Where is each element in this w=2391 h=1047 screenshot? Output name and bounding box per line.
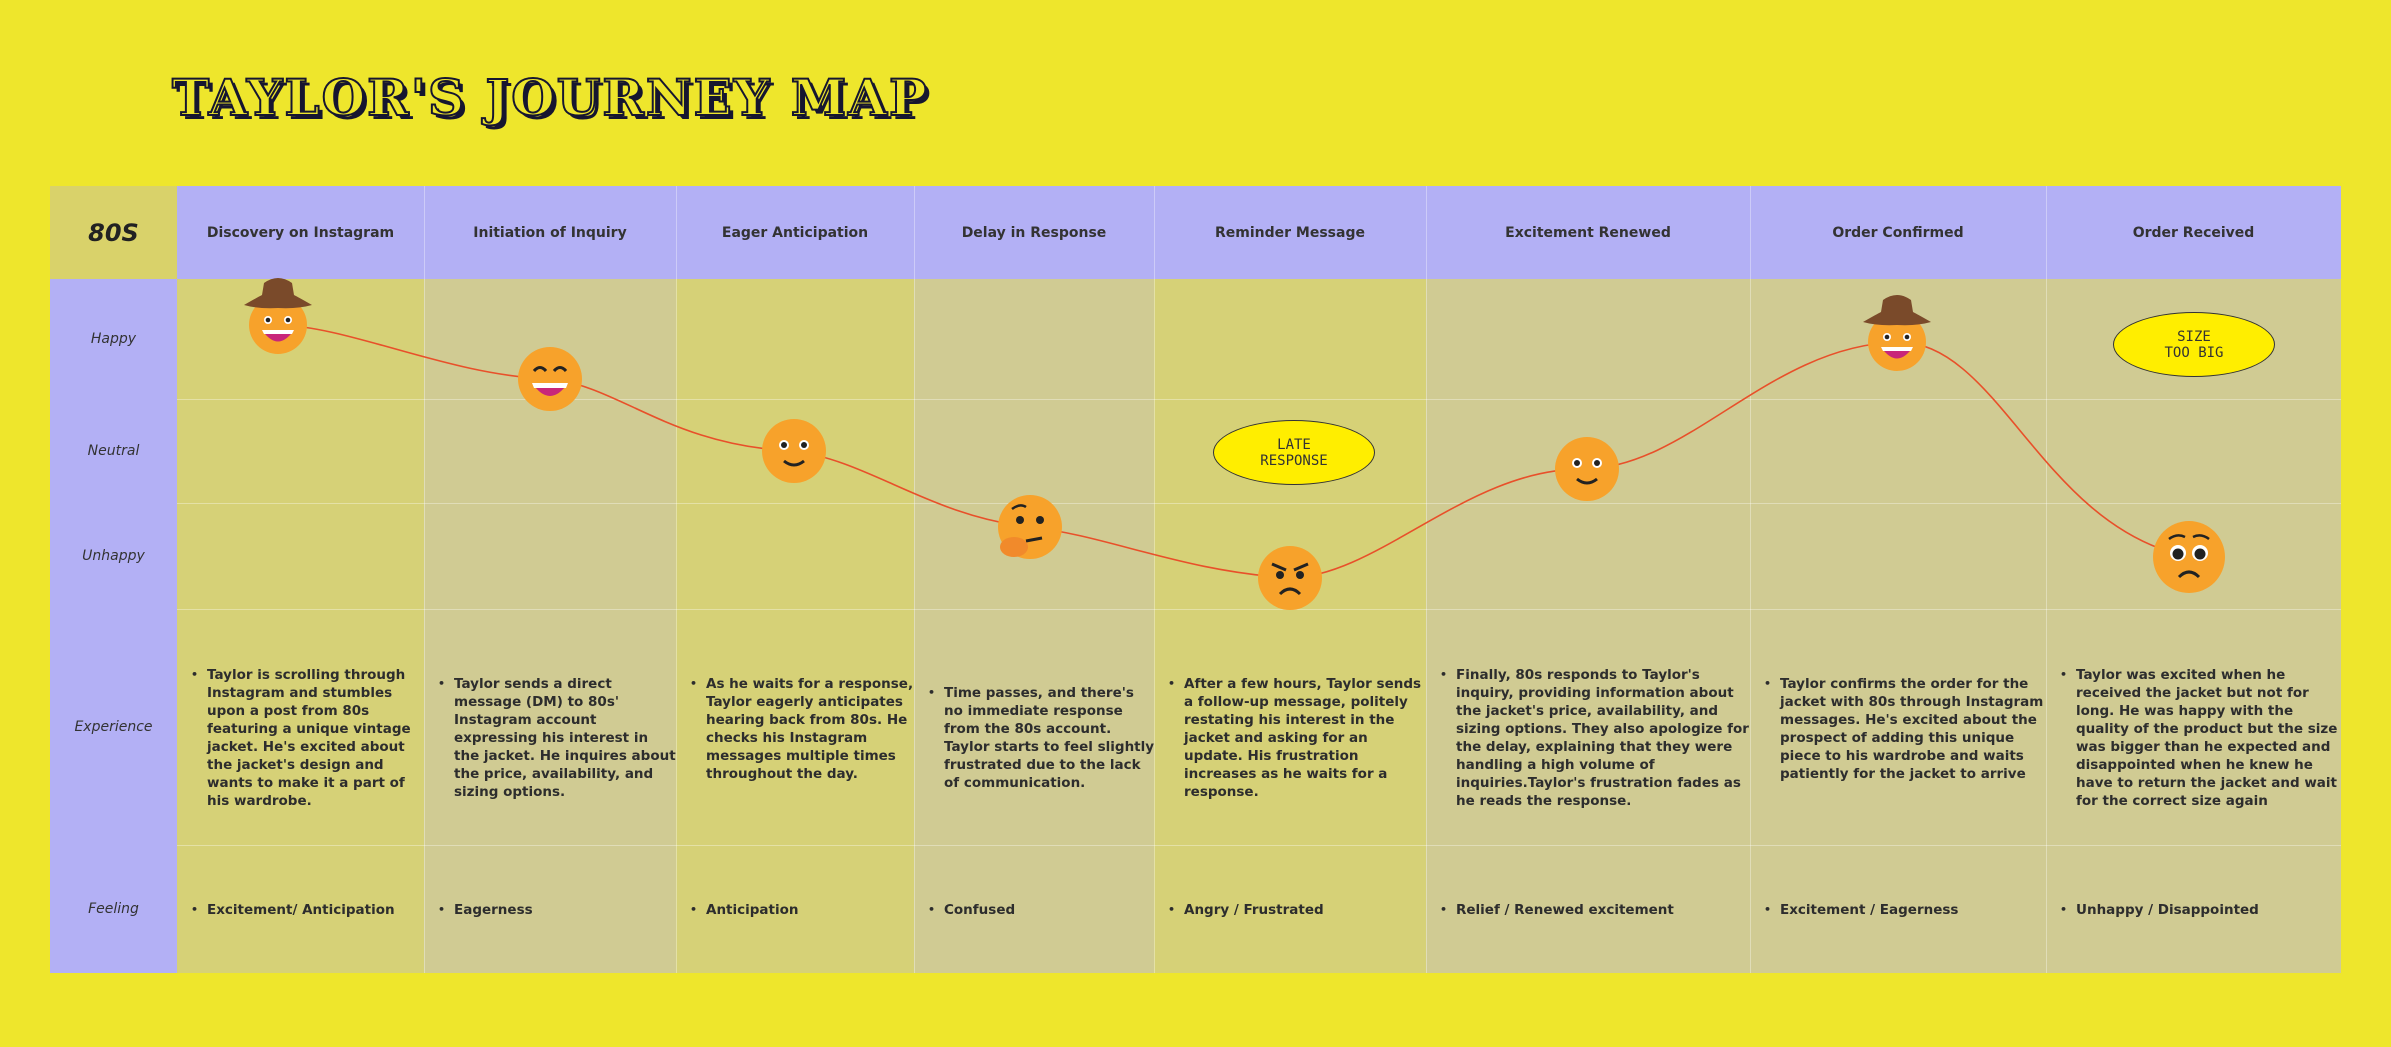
experience-text: Finally, 80s responds to Taylor's inquir… [1436,666,1750,810]
experience-text: Taylor confirms the order for the jacket… [1760,675,2046,783]
grid-line [177,399,2341,400]
brand-label: 80S [50,186,177,279]
stage-title: Reminder Message [1215,224,1365,241]
smiling-emoji-icon [762,419,826,483]
feeling-text: Eagerness [434,901,676,919]
row-label-feeling: Feeling [88,901,139,917]
feeling-text: Excitement / Eagerness [1760,901,2046,919]
feeling-text: Relief / Renewed excitement [1436,901,1750,919]
stage-title: Initiation of Inquiry [473,224,627,241]
stage-column-5 [1154,279,1426,973]
grid-line [1154,186,1155,973]
stage-title: Excitement Renewed [1505,224,1671,241]
feeling-text: Confused [924,901,1156,919]
experience-text: Taylor is scrolling through Instagram an… [187,666,427,810]
stage-header-row: Discovery on Instagram Initiation of Inq… [177,186,2341,279]
thinking-emoji-icon [998,495,1062,559]
feeling-text: Excitement/ Anticipation [187,901,427,919]
stage-title: Order Confirmed [1832,224,1964,241]
emotion-curve-layer [244,278,2225,610]
journey-map-board: Discovery on Instagram Initiation of Inq… [50,186,2341,973]
stage-column-3 [676,279,914,973]
stage-title: Eager Anticipation [721,224,869,241]
size-too-big-note: SIZE TOO BIG [2113,312,2275,377]
stage-title: Discovery on Instagram [206,224,395,241]
grid-line [2046,186,2047,973]
experience-text: Taylor sends a direct message (DM) to 80… [434,675,676,801]
stage-title: Delay in Response [961,224,1107,241]
grid-line [424,186,425,973]
feeling-text: Unhappy / Disappointed [2056,901,2338,919]
late-response-note: LATE RESPONSE [1213,420,1375,485]
stage-column-8 [2046,279,2341,973]
stage-column-4 [914,279,1154,973]
grid-line [676,186,677,973]
grinning-emoji-icon [518,347,582,411]
happy-cowboy-emoji-icon [1863,295,1931,371]
row-label-column: Happy Neutral Unhappy Experience Feeling [50,279,177,973]
experience-text: After a few hours, Taylor sends a follow… [1164,675,1424,801]
stage-column-7 [1750,279,2046,973]
happy-cowboy-emoji-icon [244,278,312,354]
pleading-sad-emoji-icon [2153,521,2225,593]
row-label-unhappy: Unhappy [82,548,145,564]
stage-column-1 [177,279,424,973]
feeling-text: Angry / Frustrated [1164,901,1424,919]
stage-column-6 [1426,279,1750,973]
grid-line [1750,186,1751,973]
row-label-happy: Happy [90,331,137,347]
angry-emoji-icon [1258,546,1322,610]
grid-line [177,609,2341,610]
experience-text: As he waits for a response, Taylor eager… [686,675,916,783]
experience-text: Taylor was excited when he received the … [2056,666,2338,810]
page-title: TAYLOR'S JOURNEY MAP [171,67,929,128]
experience-text: Time passes, and there's no immediate re… [924,684,1156,792]
smiling-emoji-icon [1555,437,1619,501]
grid-line [177,503,2341,504]
feeling-text: Anticipation [686,901,916,919]
grid-line [177,845,2341,846]
grid-line [914,186,915,973]
grid-line [1426,186,1427,973]
stage-title: Order Received [2132,224,2255,241]
row-label-neutral: Neutral [87,443,140,459]
row-label-experience: Experience [74,719,153,735]
